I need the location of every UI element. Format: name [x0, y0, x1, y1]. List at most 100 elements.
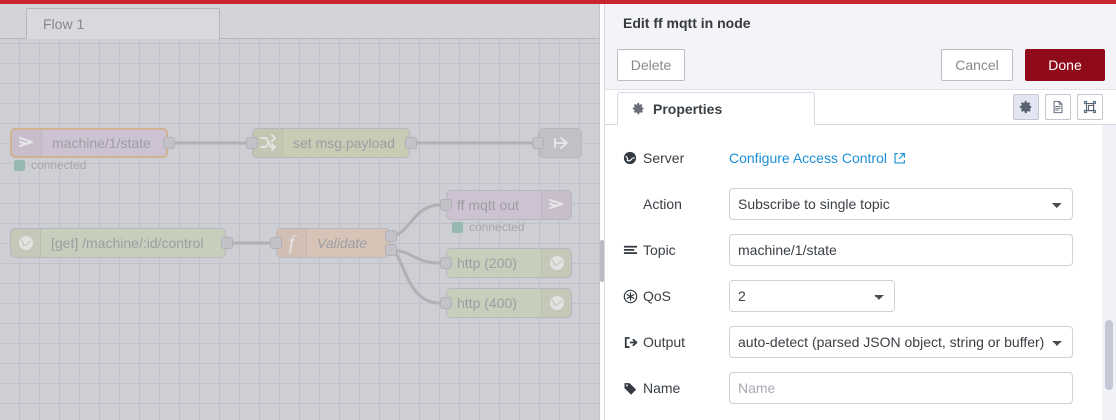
field-control-name — [729, 372, 1116, 404]
top-accent-strip — [0, 0, 1116, 4]
cancel-button[interactable]: Cancel — [941, 49, 1013, 81]
field-row-action: Action Subscribe to single topic — [605, 181, 1116, 227]
field-label-action: Action — [623, 196, 729, 212]
globe-icon — [623, 151, 643, 165]
node-status-mqtt-in: connected — [14, 158, 86, 172]
port-function-output-1[interactable] — [385, 230, 397, 242]
node-function-validate[interactable]: f Validate — [276, 228, 390, 258]
panel-toolbar: Delete Cancel Done — [605, 42, 1116, 90]
node-label: http (400) — [457, 295, 517, 311]
node-label: http (200) — [457, 255, 517, 271]
field-control-output: auto-detect (parsed JSON object, string … — [729, 326, 1116, 358]
node-status-mqtt-out: connected — [452, 220, 524, 234]
output-select[interactable]: auto-detect (parsed JSON object, string … — [729, 326, 1073, 358]
node-http-response-400[interactable]: http (400) — [446, 288, 572, 318]
field-control-server: Configure Access Control — [729, 150, 1116, 166]
node-label: [get] /machine/:id/control — [51, 235, 204, 251]
mqtt-icon — [12, 130, 42, 156]
field-label-output: Output — [623, 334, 729, 350]
panel-icon-buttons — [1013, 94, 1103, 120]
field-label-qos-text: QoS — [643, 288, 672, 304]
node-label: Validate — [317, 235, 368, 251]
field-label-name-text: Name — [643, 380, 681, 396]
mqtt-icon — [541, 191, 571, 219]
field-control-action: Subscribe to single topic — [729, 188, 1116, 220]
delete-button[interactable]: Delete — [617, 49, 685, 81]
flow-tab-label: Flow 1 — [43, 16, 85, 32]
node-label: ff mqtt out — [457, 197, 519, 213]
pane-divider — [599, 4, 600, 420]
function-f-icon: f — [277, 229, 307, 257]
done-button[interactable]: Done — [1025, 49, 1105, 81]
status-dot-icon — [14, 159, 25, 171]
field-label-qos: QoS — [623, 288, 729, 304]
name-input[interactable] — [729, 372, 1073, 404]
shuffle-icon — [253, 129, 283, 157]
port-http-400-input[interactable] — [440, 297, 452, 309]
gear-icon — [632, 102, 645, 115]
panel-scrollbar-thumb[interactable] — [1105, 320, 1113, 390]
list-icon — [623, 243, 643, 258]
field-control-topic — [729, 234, 1116, 266]
wire-function-out1-to-mqttout — [389, 203, 441, 238]
field-row-name: Name — [605, 365, 1116, 411]
port-http-200-input[interactable] — [440, 257, 452, 269]
field-label-server: Server — [623, 150, 729, 166]
external-link-icon — [893, 152, 906, 165]
globe-icon — [541, 249, 571, 277]
field-label-server-text: Server — [643, 150, 685, 166]
port-mqtt-out-input[interactable] — [440, 199, 452, 211]
tab-properties[interactable]: Properties — [617, 92, 815, 125]
globe-icon — [11, 229, 41, 257]
globe-icon — [541, 289, 571, 317]
flow-tab-bar: Flow 1 — [0, 4, 600, 39]
tag-icon — [623, 381, 643, 396]
appearance-icon[interactable] — [1077, 94, 1103, 120]
node-http-in[interactable]: [get] /machine/:id/control — [10, 228, 226, 258]
field-label-name: Name — [623, 380, 729, 396]
panel-scrollbar-track[interactable] — [1102, 125, 1116, 420]
field-label-topic-text: Topic — [643, 242, 676, 258]
field-row-qos: QoS 2 — [605, 273, 1116, 319]
flow-canvas[interactable]: machine/1/state connected set msg.payloa… — [0, 39, 600, 420]
port-http-in-output[interactable] — [221, 237, 233, 249]
node-label: set msg.payload — [293, 135, 395, 151]
node-mqtt-in[interactable]: machine/1/state — [10, 128, 168, 158]
node-status-label: connected — [31, 158, 87, 172]
pane-resize-handle[interactable] — [600, 240, 604, 282]
status-dot-icon — [452, 221, 463, 233]
properties-gear-icon[interactable] — [1013, 94, 1039, 120]
port-change-output[interactable] — [405, 137, 417, 149]
field-control-qos: 2 — [729, 280, 895, 312]
flow-tab-flow-1[interactable]: Flow 1 — [26, 8, 220, 39]
port-debug-input[interactable] — [532, 137, 544, 149]
panel-title-bar: Edit ff mqtt in node — [605, 4, 1116, 42]
node-status-label: connected — [469, 220, 525, 234]
node-label: machine/1/state — [52, 135, 151, 151]
field-label-topic: Topic — [623, 242, 729, 258]
field-row-server: Server Configure Access Control — [605, 135, 1116, 181]
port-change-input[interactable] — [246, 137, 258, 149]
configure-access-control-link[interactable]: Configure Access Control — [729, 150, 906, 166]
qos-select[interactable]: 2 — [729, 280, 895, 312]
field-label-action-text: Action — [643, 196, 682, 212]
topic-input[interactable] — [729, 234, 1073, 266]
configure-access-control-label: Configure Access Control — [729, 150, 887, 166]
port-function-input[interactable] — [270, 237, 282, 249]
node-http-response-200[interactable]: http (200) — [446, 248, 572, 278]
field-label-output-text: Output — [643, 334, 686, 350]
edit-node-panel: Edit ff mqtt in node Delete Cancel Done … — [604, 4, 1116, 420]
flow-workspace: Flow 1 machine/1/state — [0, 4, 600, 420]
node-mqtt-out[interactable]: ff mqtt out — [446, 190, 572, 220]
node-debug[interactable] — [538, 128, 582, 158]
action-select[interactable]: Subscribe to single topic — [729, 188, 1073, 220]
asterisk-circle-icon — [623, 289, 643, 304]
port-function-output-2[interactable] — [385, 244, 397, 256]
port-mqtt-in-output[interactable] — [163, 137, 175, 149]
output-arrow-icon — [623, 335, 643, 350]
field-row-topic: Topic — [605, 227, 1116, 273]
description-doc-icon[interactable] — [1045, 94, 1071, 120]
node-change[interactable]: set msg.payload — [252, 128, 410, 158]
node-properties-form: Server Configure Access Control Action — [605, 125, 1116, 420]
